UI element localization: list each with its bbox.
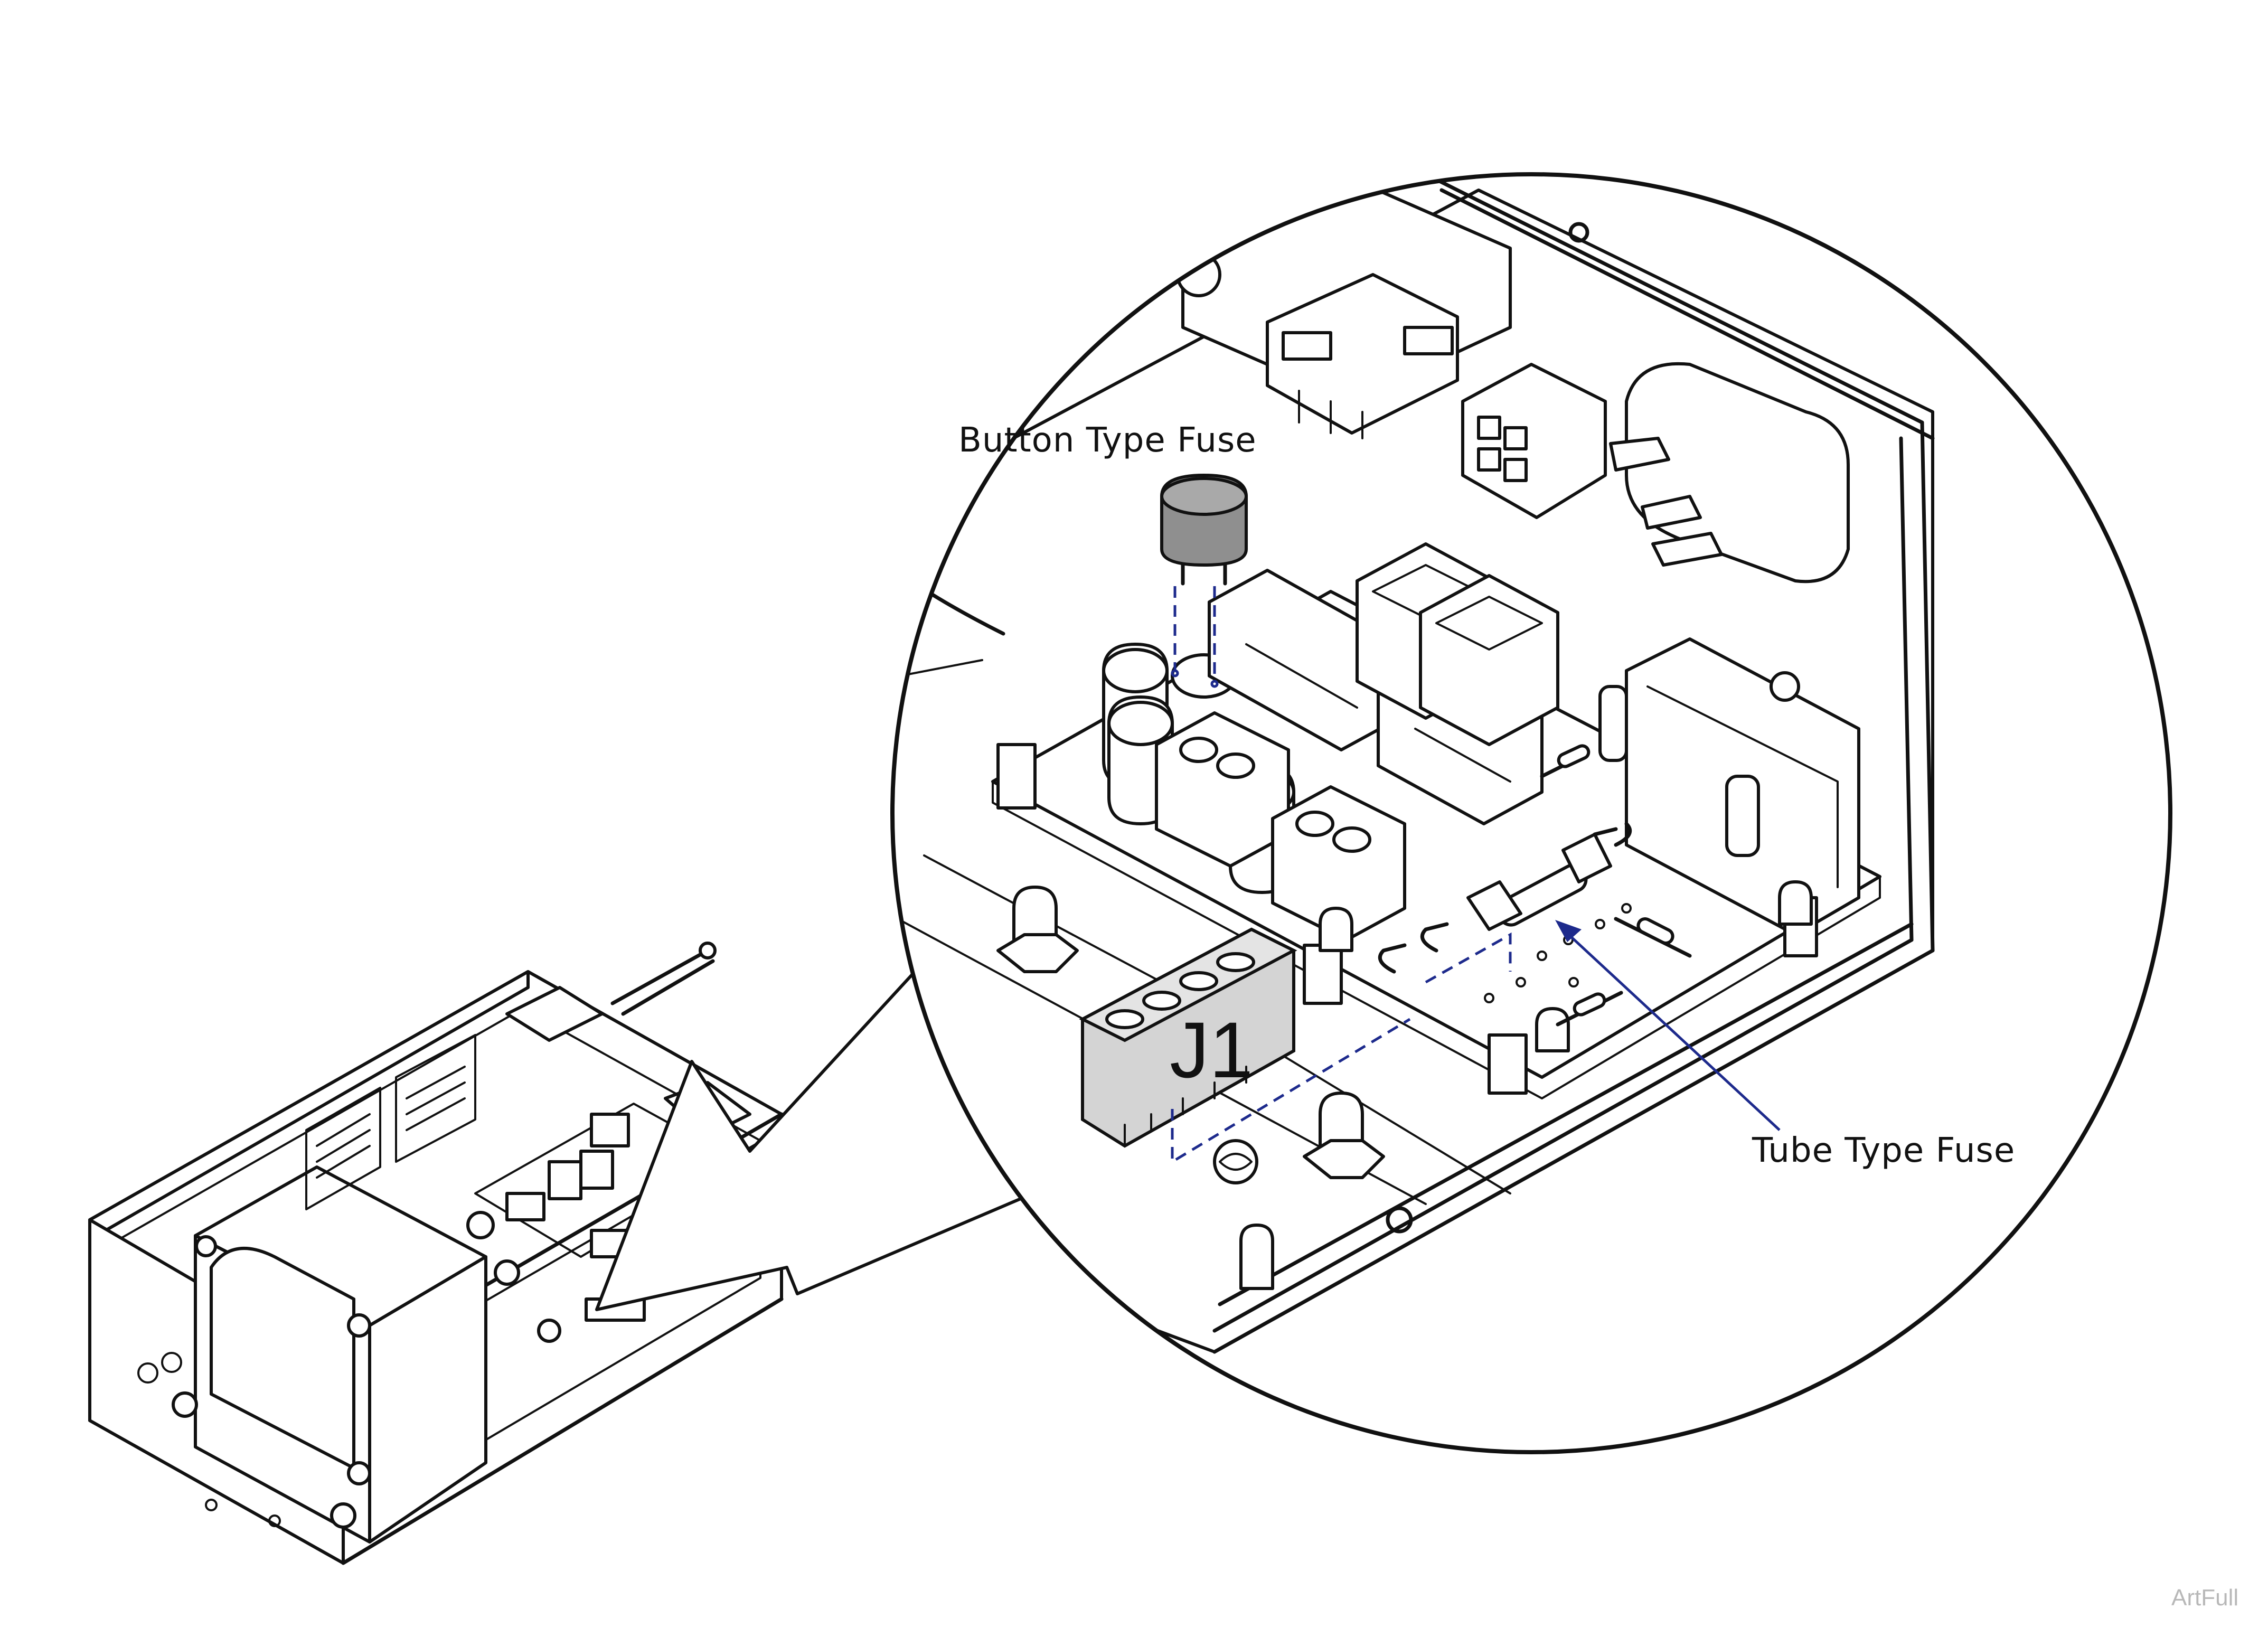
resistors: [1540, 744, 1692, 1027]
tube-fuse-arrowhead: [1555, 920, 1582, 942]
button-fuse-icon: [1160, 473, 1248, 586]
button-fuse-label: Button Type Fuse: [958, 421, 1257, 460]
fuse-holder-block: [1598, 637, 1860, 936]
transformer: [172, 1165, 487, 1544]
pin-headers: [1155, 569, 1544, 942]
molex-connector: [1461, 363, 1607, 519]
callout-pointer-shape: [595, 954, 1047, 1311]
standoffs: [996, 743, 1818, 1290]
button-fuse-guide-lines: [1173, 586, 1216, 681]
j1-guide-lines: [1171, 932, 1512, 1164]
tube-fuse-icon: [1466, 833, 1612, 931]
power-entry-module: [1609, 362, 1850, 584]
j1-connector: J1: [1079, 927, 1297, 1148]
tube-fuse-leader-line: [1562, 928, 1781, 1131]
rj-jacks: [1356, 542, 1559, 746]
j1-label: J1: [1170, 1005, 1253, 1094]
magnified-detail: [890, 172, 2172, 1454]
watermark: ArtFull: [2171, 1585, 2238, 1611]
overview-enclosure: [88, 942, 784, 1565]
tube-fuse-label: Tube Type Fuse: [1752, 1131, 2015, 1170]
